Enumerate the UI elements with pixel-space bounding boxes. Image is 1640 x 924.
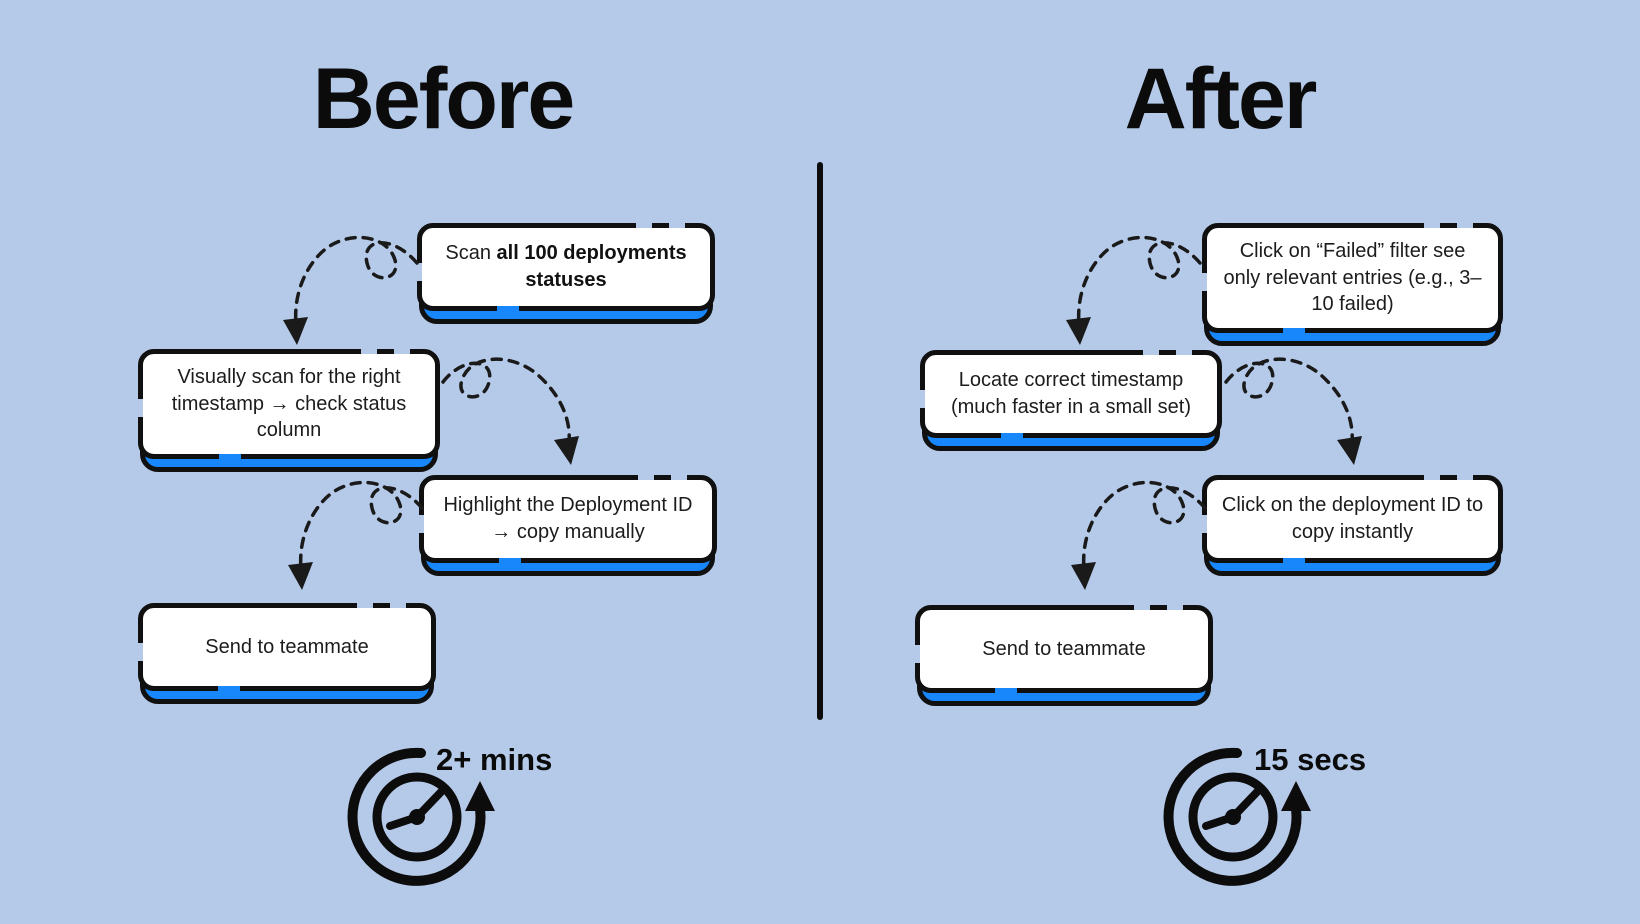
border-gap — [1282, 327, 1305, 333]
after-title: After — [1124, 51, 1318, 147]
before-step-3: Highlight the Deployment ID → copy manua… — [419, 475, 717, 576]
dashed-loop-arrow — [441, 357, 579, 465]
before-step-2: Visually scan for the right timestamp → … — [138, 349, 440, 472]
clock-refresh-icon — [347, 747, 495, 886]
step-label: Highlight the Deployment ID → copy manua… — [443, 494, 693, 543]
step-label: Send to teammate — [982, 637, 1146, 660]
dashed-loop-arrow — [1071, 480, 1207, 590]
flow-step-box: Scan all 100 deployments statuses — [417, 223, 715, 311]
border-gap — [994, 688, 1017, 693]
after-time-label: 15 secs — [1254, 742, 1367, 777]
after-step-2: Locate correct timestamp (much faster in… — [920, 350, 1222, 451]
border-gap — [218, 453, 241, 459]
flow-step-box: Click on the deployment ID to copy insta… — [1202, 475, 1503, 563]
dashed-loop-arrow — [283, 235, 419, 345]
divider-line — [817, 162, 823, 720]
step-label: Locate correct timestamp (much faster in… — [950, 369, 1192, 418]
dashed-loop-arrow — [1224, 357, 1362, 465]
border-gap — [496, 306, 519, 311]
before-title: Before — [312, 51, 575, 147]
border-gap — [217, 686, 240, 691]
flow-step-box: Locate correct timestamp (much faster in… — [920, 350, 1222, 438]
after-step-3: Click on the deployment ID to copy insta… — [1202, 475, 1503, 576]
flow-step-box: Visually scan for the right timestamp → … — [138, 349, 440, 459]
before-time-label: 2+ mins — [436, 742, 553, 777]
step-label: Click on “Failed” filter see only releva… — [1223, 240, 1482, 316]
before-step-1: Scan all 100 deployments statuses — [417, 223, 715, 324]
clock-refresh-icon — [1163, 747, 1311, 886]
step-label: Click on the deployment ID to copy insta… — [1221, 494, 1484, 543]
after-step-1: Click on “Failed” filter see only releva… — [1202, 223, 1503, 346]
dashed-loop-arrow — [1066, 235, 1202, 345]
after-step-4: Send to teammate — [915, 605, 1213, 706]
border-gap — [1282, 558, 1305, 563]
flow-step-box: Send to teammate — [915, 605, 1213, 693]
step-label: Scan all 100 deployments statuses — [445, 242, 687, 291]
border-gap — [498, 558, 521, 563]
flow-step-box: Highlight the Deployment ID → copy manua… — [419, 475, 717, 563]
border-gap — [1000, 433, 1023, 438]
step-label: Visually scan for the right timestamp → … — [171, 366, 407, 442]
flow-step-box: Send to teammate — [138, 603, 436, 691]
flow-step-box: Click on “Failed” filter see only releva… — [1202, 223, 1503, 333]
dashed-loop-arrow — [288, 480, 424, 590]
step-label: Send to teammate — [205, 635, 369, 658]
before-step-4: Send to teammate — [138, 603, 436, 704]
